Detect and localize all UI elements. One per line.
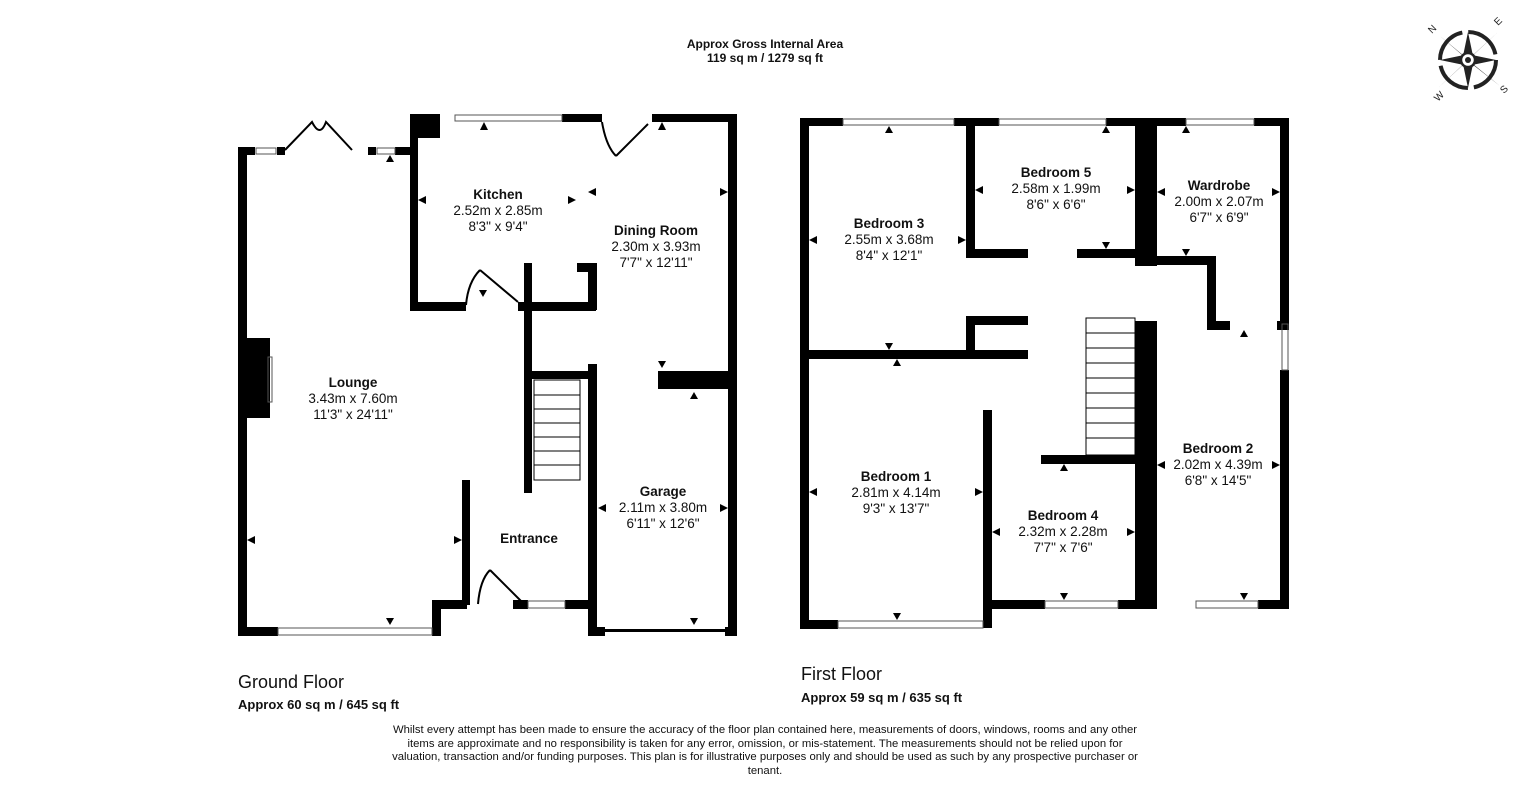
room-name: Entrance <box>500 531 558 546</box>
room-bedroom-4: Bedroom 4 2.32m x 2.28m 7'7" x 7'6" <box>1018 508 1107 556</box>
room-metric: 2.58m x 1.99m <box>1011 181 1101 196</box>
room-imperial: 6'8" x 14'5" <box>1184 473 1252 488</box>
room-name: Dining Room <box>613 223 698 238</box>
first-floor-title: First Floor <box>801 664 882 684</box>
room-dining-room: Dining Room 2.30m x 3.93m 7'7" x 12'11" <box>611 223 700 271</box>
room-kitchen: Kitchen 2.52m x 2.85m 8'3" x 9'4" <box>453 187 542 235</box>
room-imperial: 7'7" x 12'11" <box>619 255 693 270</box>
room-name: Kitchen <box>473 187 523 202</box>
room-metric: 2.00m x 2.07m <box>1174 194 1264 209</box>
ground-floor-doors <box>284 120 649 605</box>
ground-floor-arrows <box>247 122 728 625</box>
room-metric: 2.52m x 2.85m <box>453 203 543 218</box>
room-bedroom-2: Bedroom 2 2.02m x 4.39m 6'8" x 14'5" <box>1173 441 1262 489</box>
ground-floor-windows <box>255 114 566 636</box>
room-name: Bedroom 2 <box>1182 441 1254 456</box>
room-name: Garage <box>639 484 687 499</box>
room-name: Lounge <box>328 375 378 390</box>
room-imperial: 11'3" x 24'11" <box>313 407 393 422</box>
compass-rose-icon: N E S W <box>1418 14 1518 110</box>
room-name: Bedroom 1 <box>860 469 932 484</box>
room-metric: 2.32m x 2.28m <box>1018 524 1108 539</box>
room-entrance: Entrance <box>500 531 558 547</box>
room-metric: 3.43m x 7.60m <box>308 391 398 406</box>
room-metric: 2.11m x 3.80m <box>618 500 708 515</box>
room-bedroom-1: Bedroom 1 2.81m x 4.14m 9'3" x 13'7" <box>851 469 940 517</box>
disclaimer-text: Whilst every attempt has been made to en… <box>392 724 1138 777</box>
room-imperial: 8'6" x 6'6" <box>1026 197 1086 212</box>
ground-floor-stairs <box>533 379 581 481</box>
room-garage: Garage 2.11m x 3.80m 6'11" x 12'6" <box>619 484 707 532</box>
room-imperial: 9'3" x 13'7" <box>862 501 930 516</box>
gross-area-title: Approx Gross Internal Area <box>686 37 844 51</box>
room-bedroom-3: Bedroom 3 2.55m x 3.68m 8'4" x 12'1" <box>844 216 933 264</box>
room-imperial: 7'7" x 7'6" <box>1033 540 1093 555</box>
room-imperial: 6'11" x 12'6" <box>626 516 700 531</box>
first-floor-walls <box>800 118 1289 629</box>
room-imperial: 8'4" x 12'1" <box>855 248 923 263</box>
gross-area-header: Approx Gross Internal Area 119 sq m / 12… <box>600 37 930 65</box>
first-floor-stairs <box>1085 317 1136 456</box>
room-metric: 2.02m x 4.39m <box>1173 457 1263 472</box>
room-imperial: 8'3" x 9'4" <box>468 219 528 234</box>
ground-floor-title: Ground Floor <box>238 672 345 692</box>
gross-area-value: 119 sq m / 1279 sq ft <box>706 51 824 65</box>
room-name: Wardrobe <box>1187 178 1251 193</box>
ground-floor-walls <box>238 114 737 636</box>
room-metric: 2.81m x 4.14m <box>851 485 941 500</box>
first-floor-arrows <box>809 126 1280 620</box>
first-floor-windows <box>837 118 1289 629</box>
room-metric: 2.55m x 3.68m <box>844 232 934 247</box>
room-bedroom-5: Bedroom 5 2.58m x 1.99m 8'6" x 6'6" <box>1011 165 1100 213</box>
ground-floor-area: Approx 60 sq m / 645 sq ft <box>238 697 400 712</box>
first-floor-area: Approx 59 sq m / 635 sq ft <box>801 690 963 705</box>
room-lounge: Lounge 3.43m x 7.60m 11'3" x 24'11" <box>308 375 397 423</box>
room-name: Bedroom 5 <box>1020 165 1092 180</box>
room-name: Bedroom 3 <box>853 216 925 231</box>
room-wardrobe: Wardrobe 2.00m x 2.07m 6'7" x 6'9" <box>1174 178 1263 226</box>
room-metric: 2.30m x 3.93m <box>611 239 701 254</box>
room-imperial: 6'7" x 6'9" <box>1189 210 1249 225</box>
room-name: Bedroom 4 <box>1027 508 1099 523</box>
